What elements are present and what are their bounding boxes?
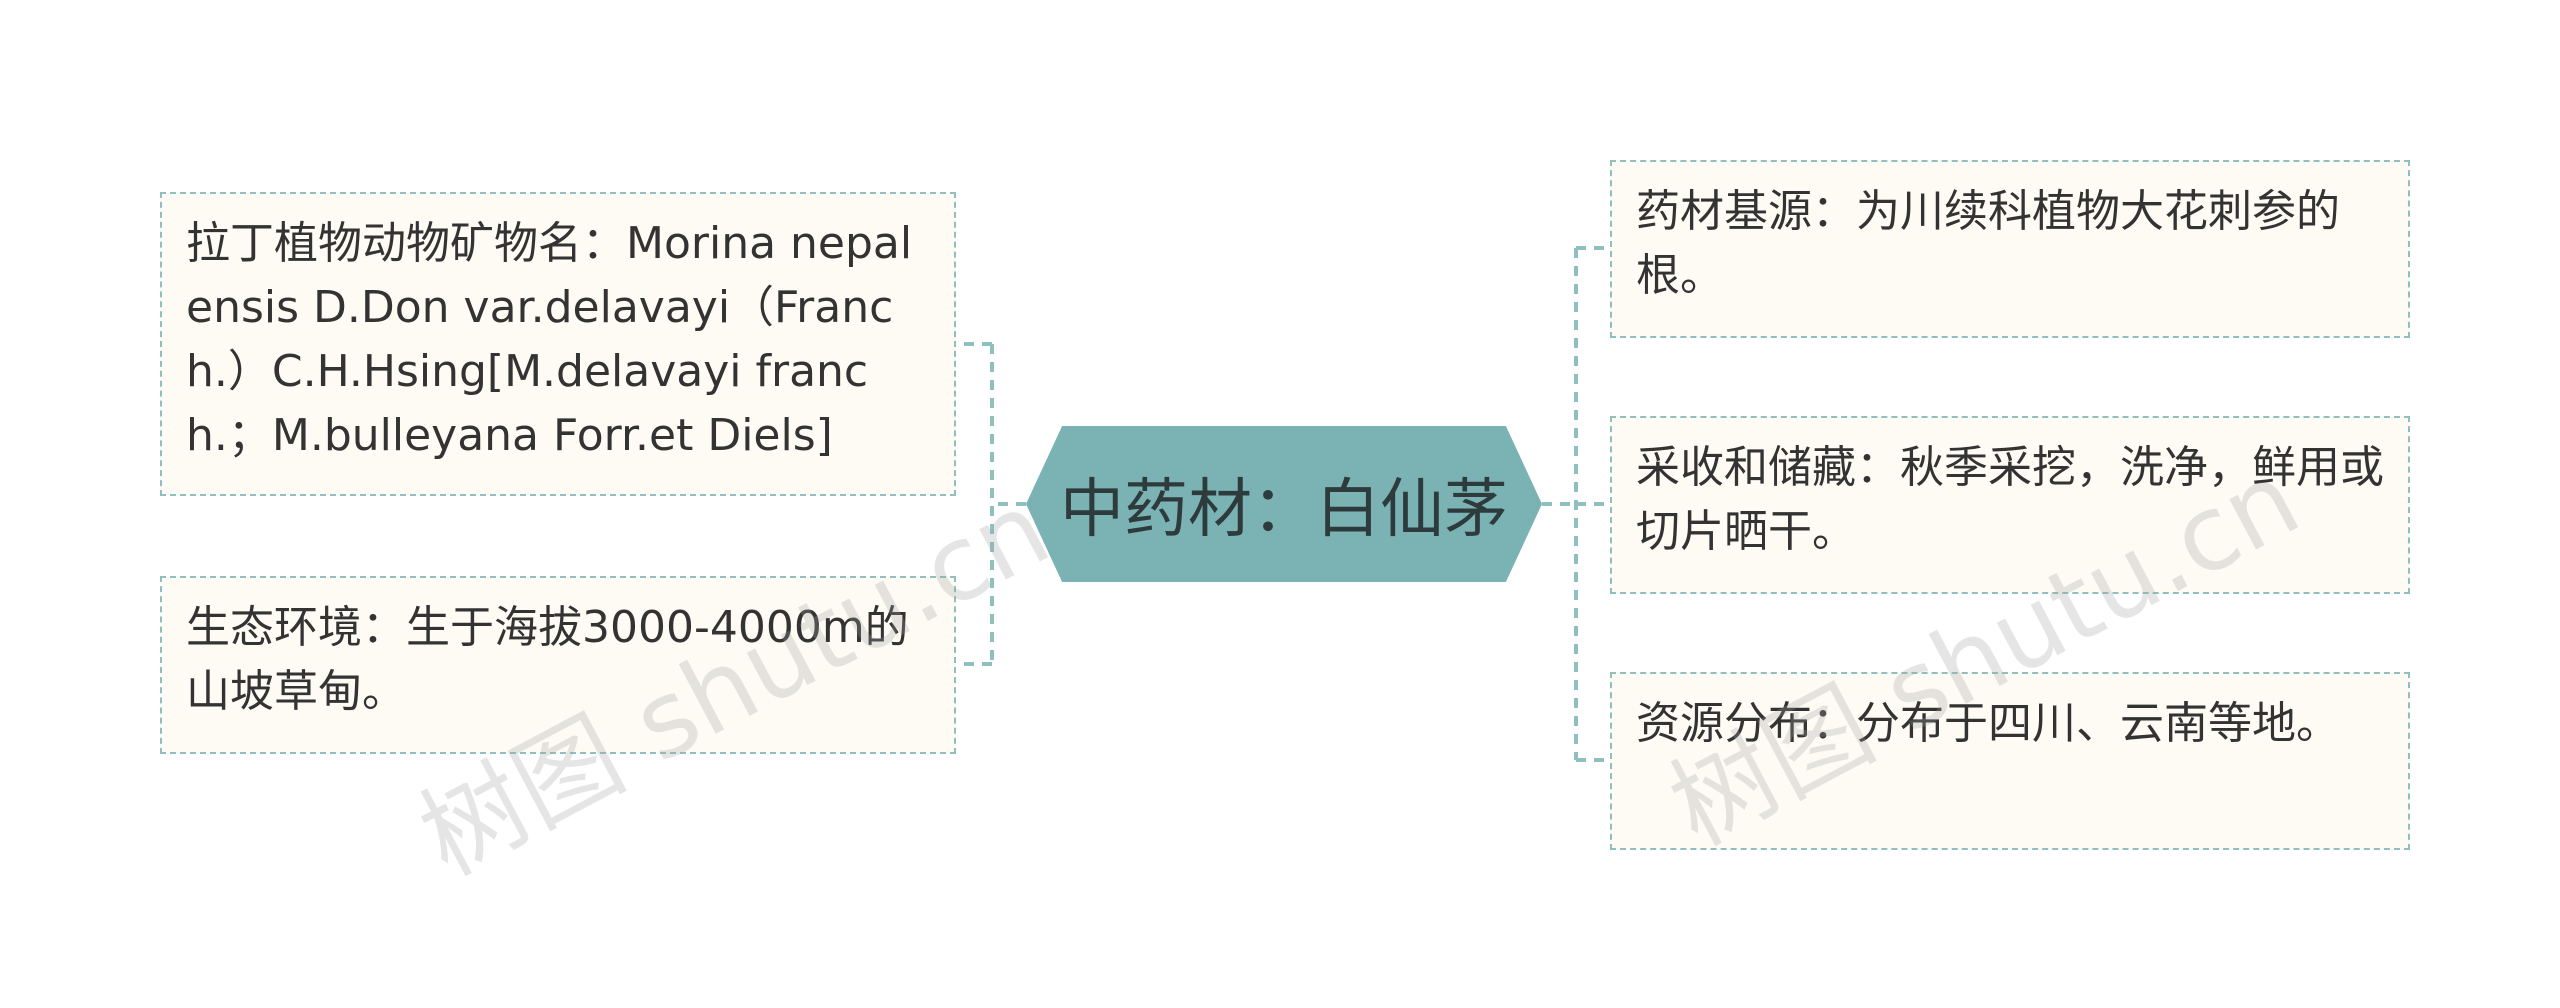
central-topic-label: 中药材：白仙茅 xyxy=(1060,473,1508,547)
latin-name-text: 拉丁植物动物矿物名：Morina nepalensis D.Don var.de… xyxy=(186,218,913,461)
resource-distribution-text: 资源分布：分布于四川、云南等地。 xyxy=(1636,698,2340,749)
harvest-storage-text: 采收和储藏：秋季采挖，洗净，鲜用或切片晒干。 xyxy=(1636,442,2384,557)
medicinal-source-text: 药材基源：为川续科植物大花刺参的根。 xyxy=(1636,186,2340,301)
resource-distribution-node[interactable]: 资源分布：分布于四川、云南等地。 xyxy=(1610,672,2410,850)
habitat-node[interactable]: 生态环境：生于海拔3000-4000m的山坡草甸。 xyxy=(160,576,956,754)
central-topic-node[interactable]: 中药材：白仙茅 xyxy=(1026,426,1542,582)
harvest-storage-node[interactable]: 采收和储藏：秋季采挖，洗净，鲜用或切片晒干。 xyxy=(1610,416,2410,594)
latin-name-node[interactable]: 拉丁植物动物矿物名：Morina nepalensis D.Don var.de… xyxy=(160,192,956,496)
habitat-text: 生态环境：生于海拔3000-4000m的山坡草甸。 xyxy=(186,602,909,717)
medicinal-source-node[interactable]: 药材基源：为川续科植物大花刺参的根。 xyxy=(1610,160,2410,338)
